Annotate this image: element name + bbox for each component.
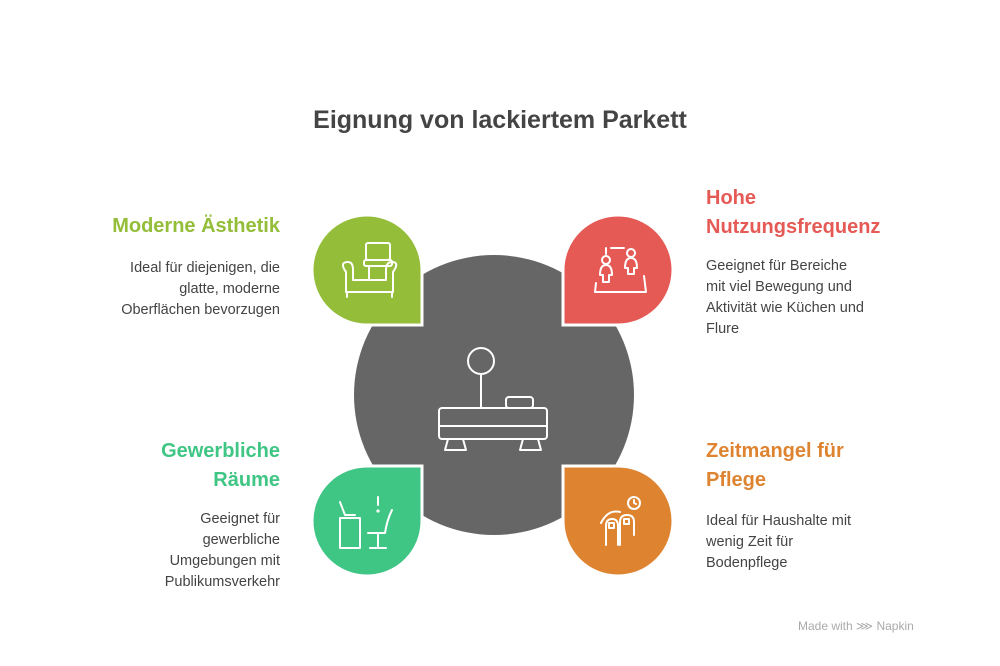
description-gewerbliche-raeume: Geeignet für gewerbliche Umgebungen mit … — [60, 509, 280, 593]
brand-text: Napkin — [876, 619, 914, 633]
heading-line: Zeitmangel für — [706, 440, 844, 462]
heading-line: Hohe — [706, 187, 756, 209]
desc-line: Ideal für diejenigen, die — [130, 260, 280, 276]
desc-line: Publikumsverkehr — [164, 574, 280, 590]
desc-line: Geeignet für Bereiche — [706, 258, 848, 274]
office-desk-icon — [339, 496, 393, 549]
desc-line: Umgebungen mit — [169, 553, 280, 569]
description-moderne-aesthetik: Ideal für diejenigen, die glatte, modern… — [60, 258, 280, 321]
heading-nutzungsfrequenz: Hohe Nutzungsfrequenz — [706, 184, 880, 242]
petal-moderne-aesthetik — [310, 213, 424, 327]
heading-moderne-aesthetik: Moderne Ästhetik — [112, 215, 280, 237]
desc-line: gewerbliche — [202, 532, 280, 548]
petal-nutzungsfrequenz — [561, 213, 675, 327]
floor-bench-icon — [438, 347, 548, 451]
heading-zeitmangel: Zeitmangel für Pflege — [706, 437, 844, 495]
made-with-text: Made with — [798, 619, 853, 633]
napkin-credit[interactable]: Made with ⋙ Napkin — [798, 619, 914, 633]
diagram-title: Eignung von lackiertem Parkett — [313, 106, 687, 134]
description-zeitmangel: Ideal für Haushalte mit wenig Zeit für B… — [706, 511, 851, 574]
heading-line: Nutzungsfrequenz — [706, 216, 881, 238]
napkin-logo-icon: ⋙ — [856, 619, 874, 633]
heading-line: Räume — [213, 469, 280, 491]
desc-line: glatte, moderne — [179, 281, 280, 297]
sofa-icon — [342, 242, 398, 298]
heading-gewerbliche-raeume: Gewerbliche Räume — [60, 437, 280, 495]
people-icon — [594, 247, 647, 293]
desc-line: Oberflächen bevorzugen — [121, 302, 280, 318]
desc-line: Ideal für Haushalte mit — [706, 513, 852, 529]
heading-line: Pflege — [706, 469, 767, 491]
desc-line: Aktivität wie Küchen und — [706, 300, 864, 316]
desc-line: wenig Zeit für — [706, 534, 794, 550]
desc-line: Bodenpflege — [706, 555, 788, 571]
desc-line: Geeignet für — [200, 511, 280, 527]
desc-line: mit viel Bewegung und — [706, 279, 852, 295]
heading-line: Gewerbliche — [161, 440, 280, 462]
petal-zeitmangel — [561, 464, 675, 578]
desc-line: Flure — [706, 321, 740, 337]
petal-gewerbliche-raeume — [310, 464, 424, 578]
fingers-clock-icon — [600, 496, 641, 546]
description-nutzungsfrequenz: Geeignet für Bereiche mit viel Bewegung … — [706, 256, 864, 340]
